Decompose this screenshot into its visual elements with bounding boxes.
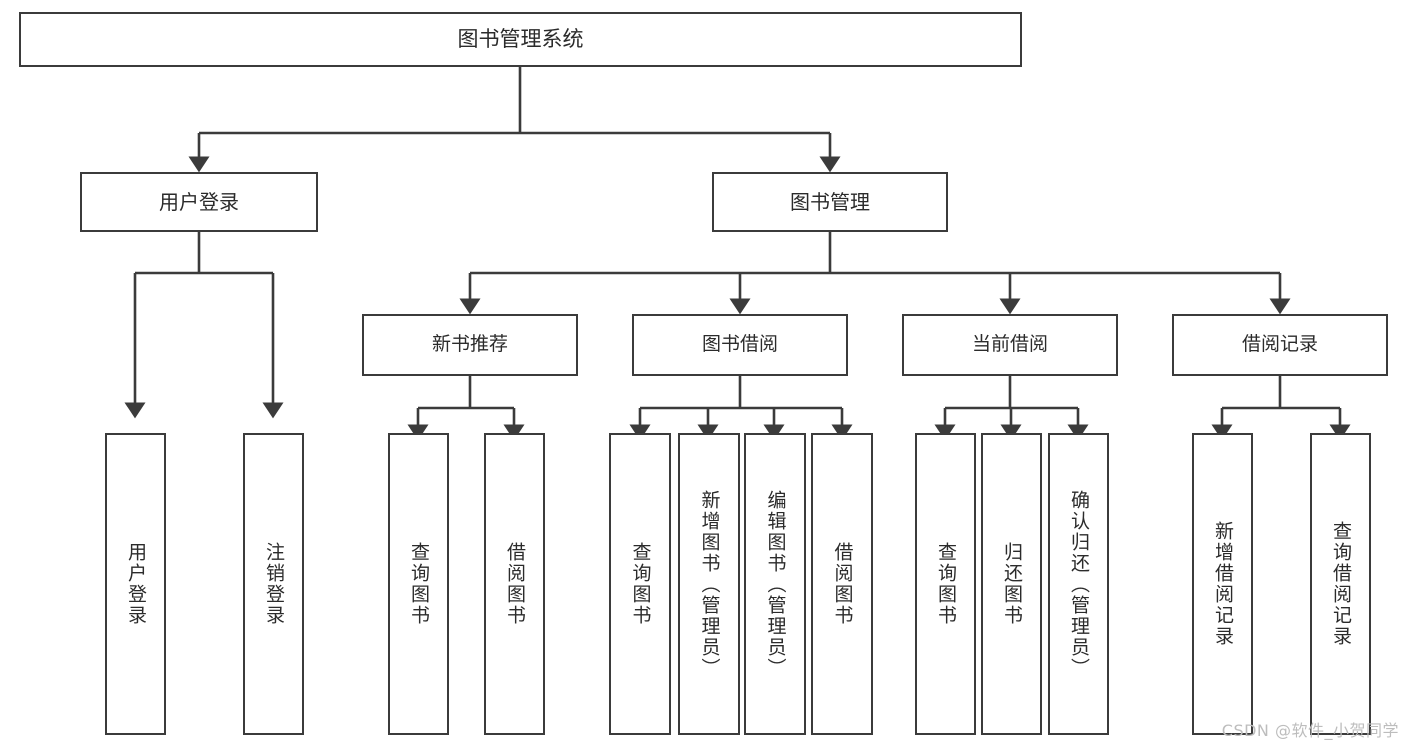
node-root[interactable]: 图书管理系统 <box>19 12 1022 67</box>
leaf-borrow-record-2[interactable]: 查询借阅记录 <box>1310 433 1371 735</box>
leaf-current-borrow-3-label: 确认归还（管理员） <box>1068 489 1090 679</box>
leaf-book-borrow-3[interactable]: 编辑图书（管理员） <box>744 433 806 735</box>
leaf-current-borrow-2-label: 归还图书 <box>1001 542 1023 626</box>
node-current-borrow-label: 当前借阅 <box>971 333 1048 356</box>
leaf-new-book-1[interactable]: 查询图书 <box>388 433 449 735</box>
node-book-borrow-label: 图书借阅 <box>701 333 778 356</box>
leaf-book-borrow-4[interactable]: 借阅图书 <box>811 433 873 735</box>
node-current-borrow[interactable]: 当前借阅 <box>902 314 1118 376</box>
leaf-new-book-1-label: 查询图书 <box>408 542 430 626</box>
leaf-book-borrow-1-label: 查询图书 <box>629 542 652 626</box>
node-borrow-record-label: 借阅记录 <box>1241 333 1318 356</box>
node-book-borrow[interactable]: 图书借阅 <box>632 314 848 376</box>
leaf-book-borrow-4-label: 借阅图书 <box>831 542 854 626</box>
leaf-new-book-2[interactable]: 借阅图书 <box>484 433 545 735</box>
csdn-watermark: CSDN @软件_小贺同学 <box>1221 721 1399 740</box>
node-borrow-record[interactable]: 借阅记录 <box>1172 314 1388 376</box>
node-book-manage-label: 图书管理 <box>790 189 870 214</box>
node-new-book-recommend-label: 新书推荐 <box>431 333 508 356</box>
leaf-book-borrow-1[interactable]: 查询图书 <box>609 433 671 735</box>
node-user-login-label: 用户登录 <box>159 189 239 214</box>
leaf-new-book-2-label: 借阅图书 <box>504 542 526 626</box>
leaf-user-login-2-label: 注销登录 <box>263 542 285 626</box>
leaf-borrow-record-2-label: 查询借阅记录 <box>1330 521 1352 647</box>
node-root-label: 图书管理系统 <box>457 26 584 51</box>
leaf-book-borrow-3-label: 编辑图书（管理员） <box>764 489 787 679</box>
leaf-borrow-record-1[interactable]: 新增借阅记录 <box>1192 433 1253 735</box>
leaf-user-login-2[interactable]: 注销登录 <box>243 433 304 735</box>
leaf-current-borrow-2[interactable]: 归还图书 <box>981 433 1042 735</box>
leaf-user-login-1[interactable]: 用户登录 <box>105 433 166 735</box>
leaf-current-borrow-1-label: 查询图书 <box>935 542 957 626</box>
leaf-borrow-record-1-label: 新增借阅记录 <box>1212 521 1234 647</box>
node-book-manage[interactable]: 图书管理 <box>712 172 948 232</box>
leaf-current-borrow-3[interactable]: 确认归还（管理员） <box>1048 433 1109 735</box>
leaf-book-borrow-2-label: 新增图书（管理员） <box>698 489 721 679</box>
leaf-user-login-1-label: 用户登录 <box>125 542 147 626</box>
node-user-login[interactable]: 用户登录 <box>80 172 318 232</box>
node-new-book-recommend[interactable]: 新书推荐 <box>362 314 578 376</box>
leaf-current-borrow-1[interactable]: 查询图书 <box>915 433 976 735</box>
leaf-book-borrow-2[interactable]: 新增图书（管理员） <box>678 433 740 735</box>
